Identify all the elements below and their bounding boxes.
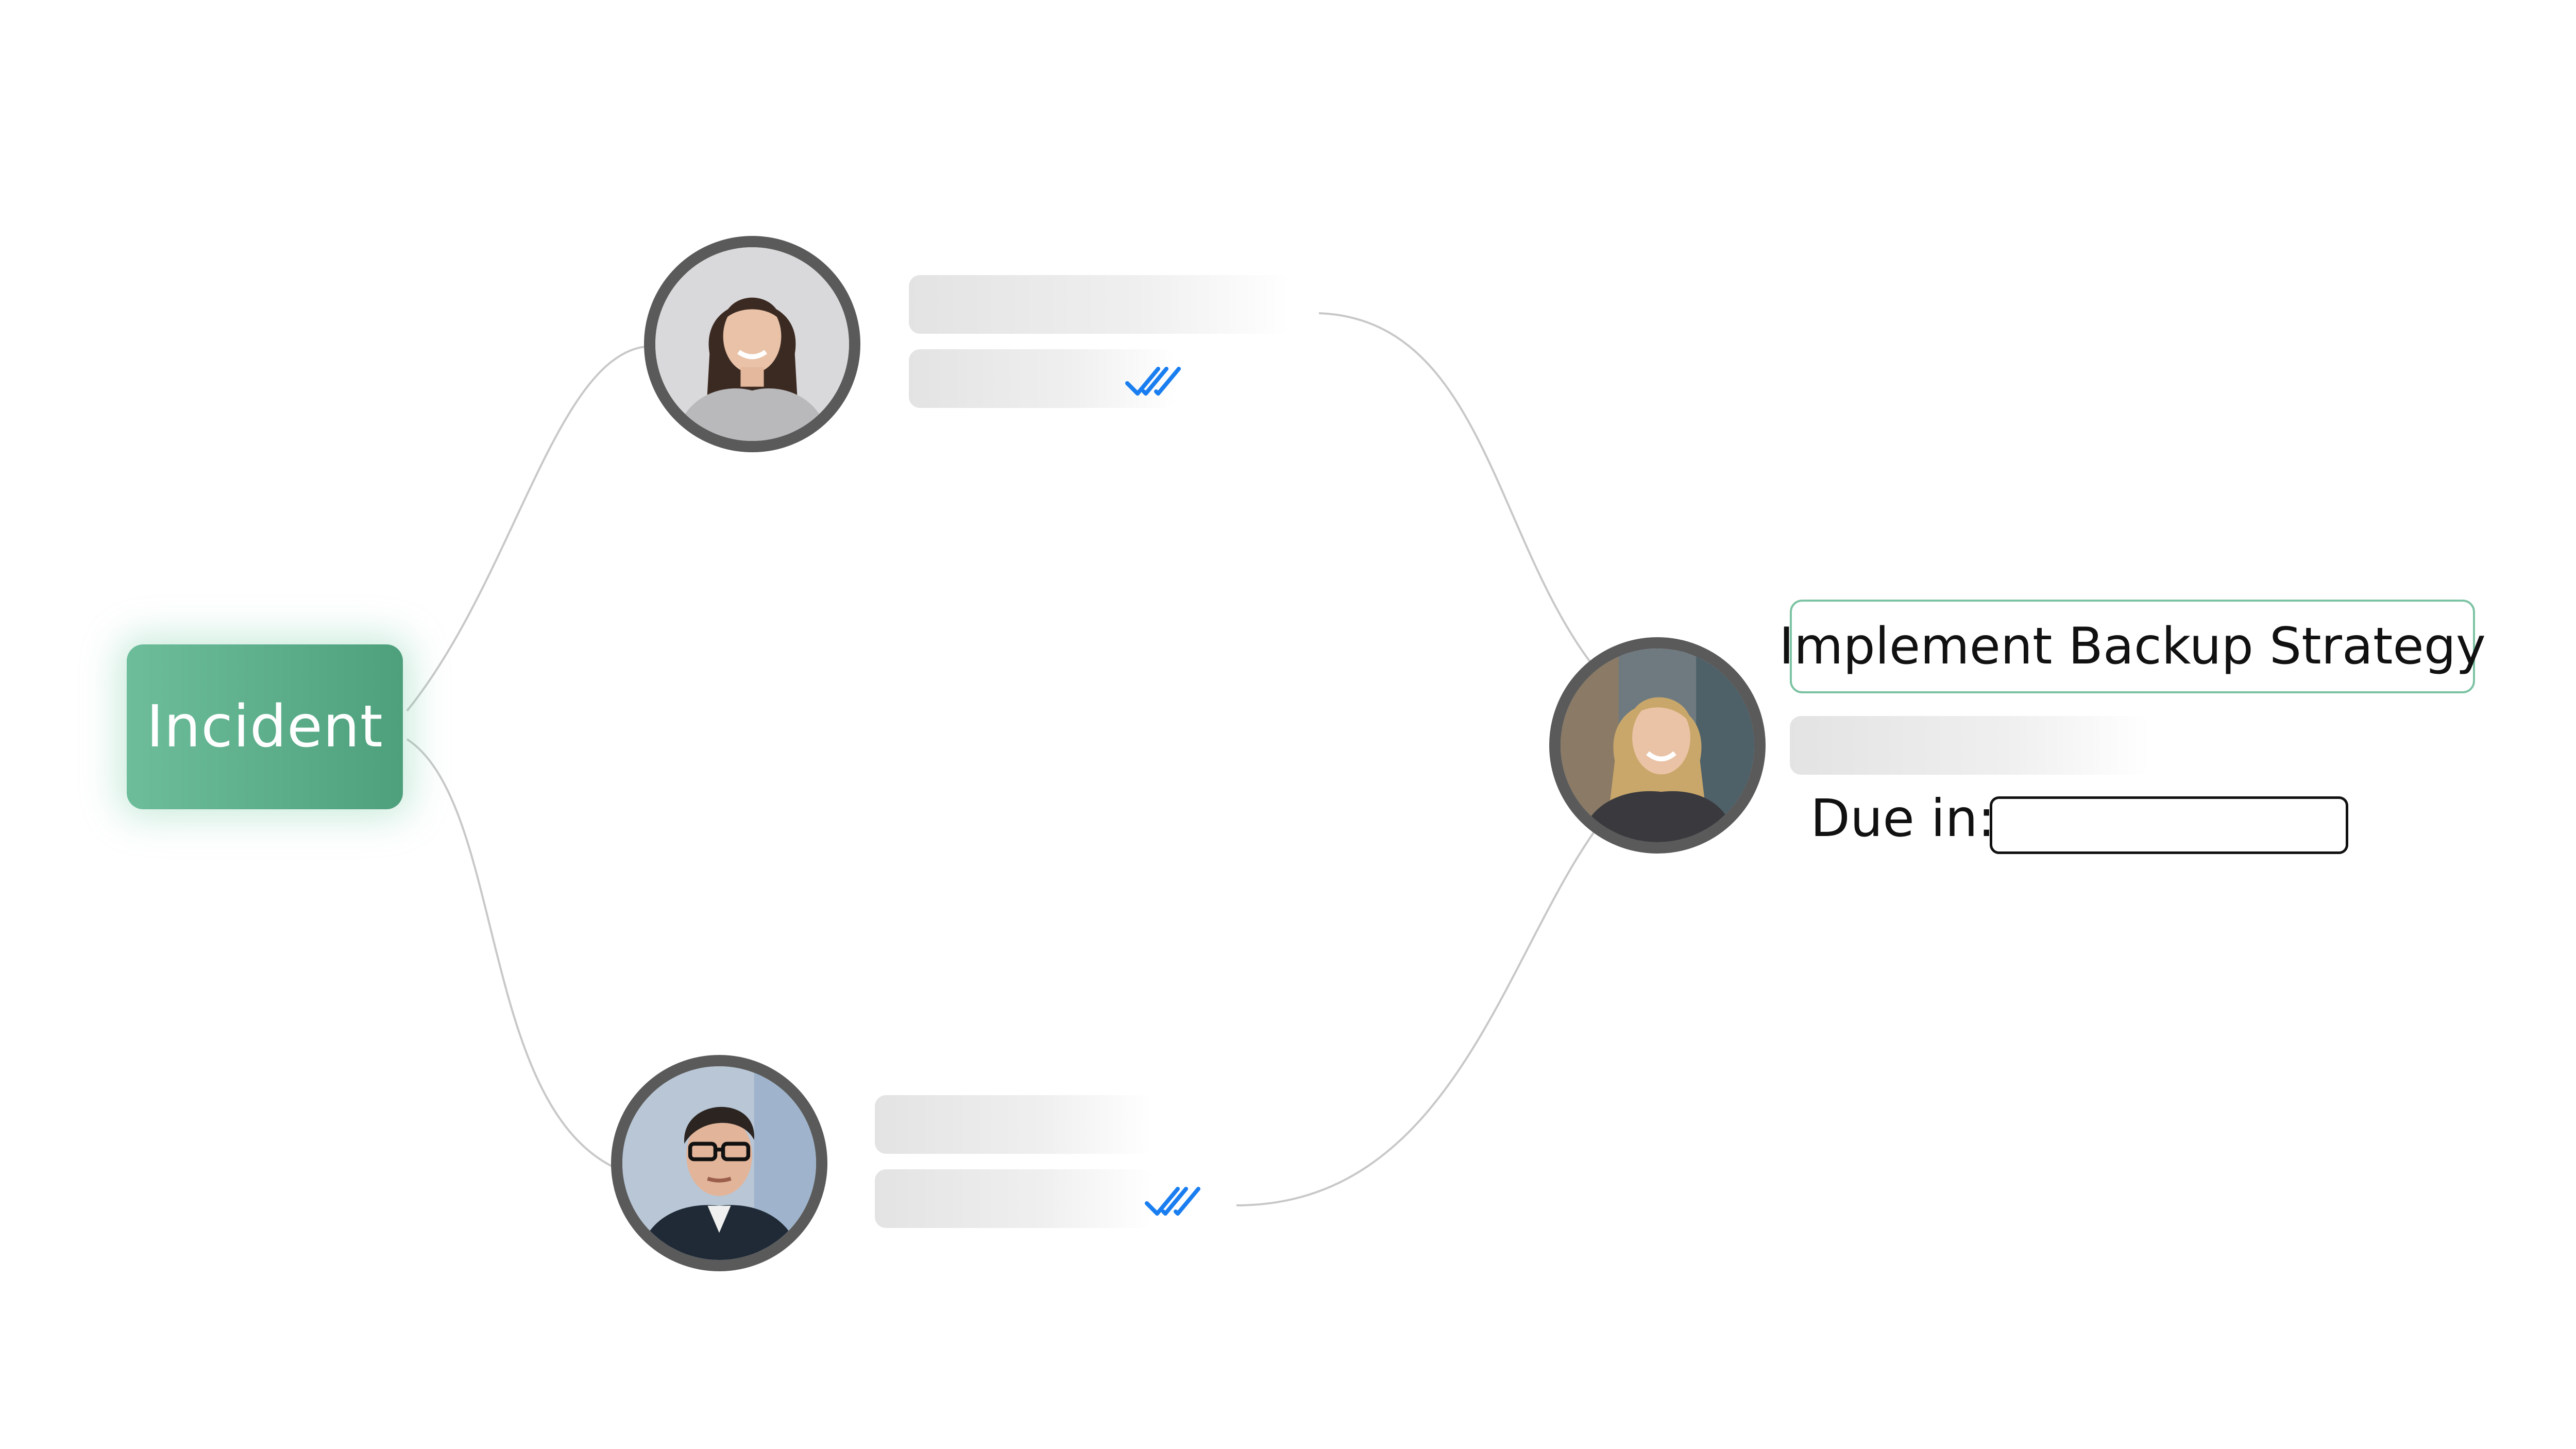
due-date-input[interactable] bbox=[1990, 796, 2348, 854]
double-check-icon bbox=[1143, 1181, 1205, 1222]
woman-portrait-icon bbox=[1561, 649, 1754, 842]
task-title: Implement Backup Strategy bbox=[1779, 617, 2486, 676]
connector-bottom-to-owner bbox=[1236, 824, 1600, 1205]
connector-top-to-owner bbox=[1319, 313, 1596, 670]
placeholder-bar bbox=[1790, 716, 2150, 775]
connector-incident-to-bottom bbox=[407, 739, 618, 1169]
man-portrait-icon bbox=[622, 1066, 816, 1260]
woman-portrait-icon bbox=[655, 247, 849, 441]
due-label: Due in: bbox=[1810, 788, 1995, 848]
avatar-top-assignee[interactable] bbox=[644, 236, 860, 452]
task-title-box[interactable]: Implement Backup Strategy bbox=[1790, 600, 2475, 693]
placeholder-bar bbox=[875, 1169, 1153, 1228]
incident-node[interactable]: Incident bbox=[127, 644, 403, 809]
placeholder-bar bbox=[875, 1095, 1153, 1154]
incident-label: Incident bbox=[146, 693, 383, 760]
placeholder-bar bbox=[909, 275, 1290, 334]
connector-incident-to-top bbox=[407, 346, 650, 711]
avatar-bottom-assignee[interactable] bbox=[611, 1055, 827, 1271]
avatar-task-owner[interactable] bbox=[1549, 637, 1766, 854]
double-check-icon bbox=[1123, 361, 1185, 402]
